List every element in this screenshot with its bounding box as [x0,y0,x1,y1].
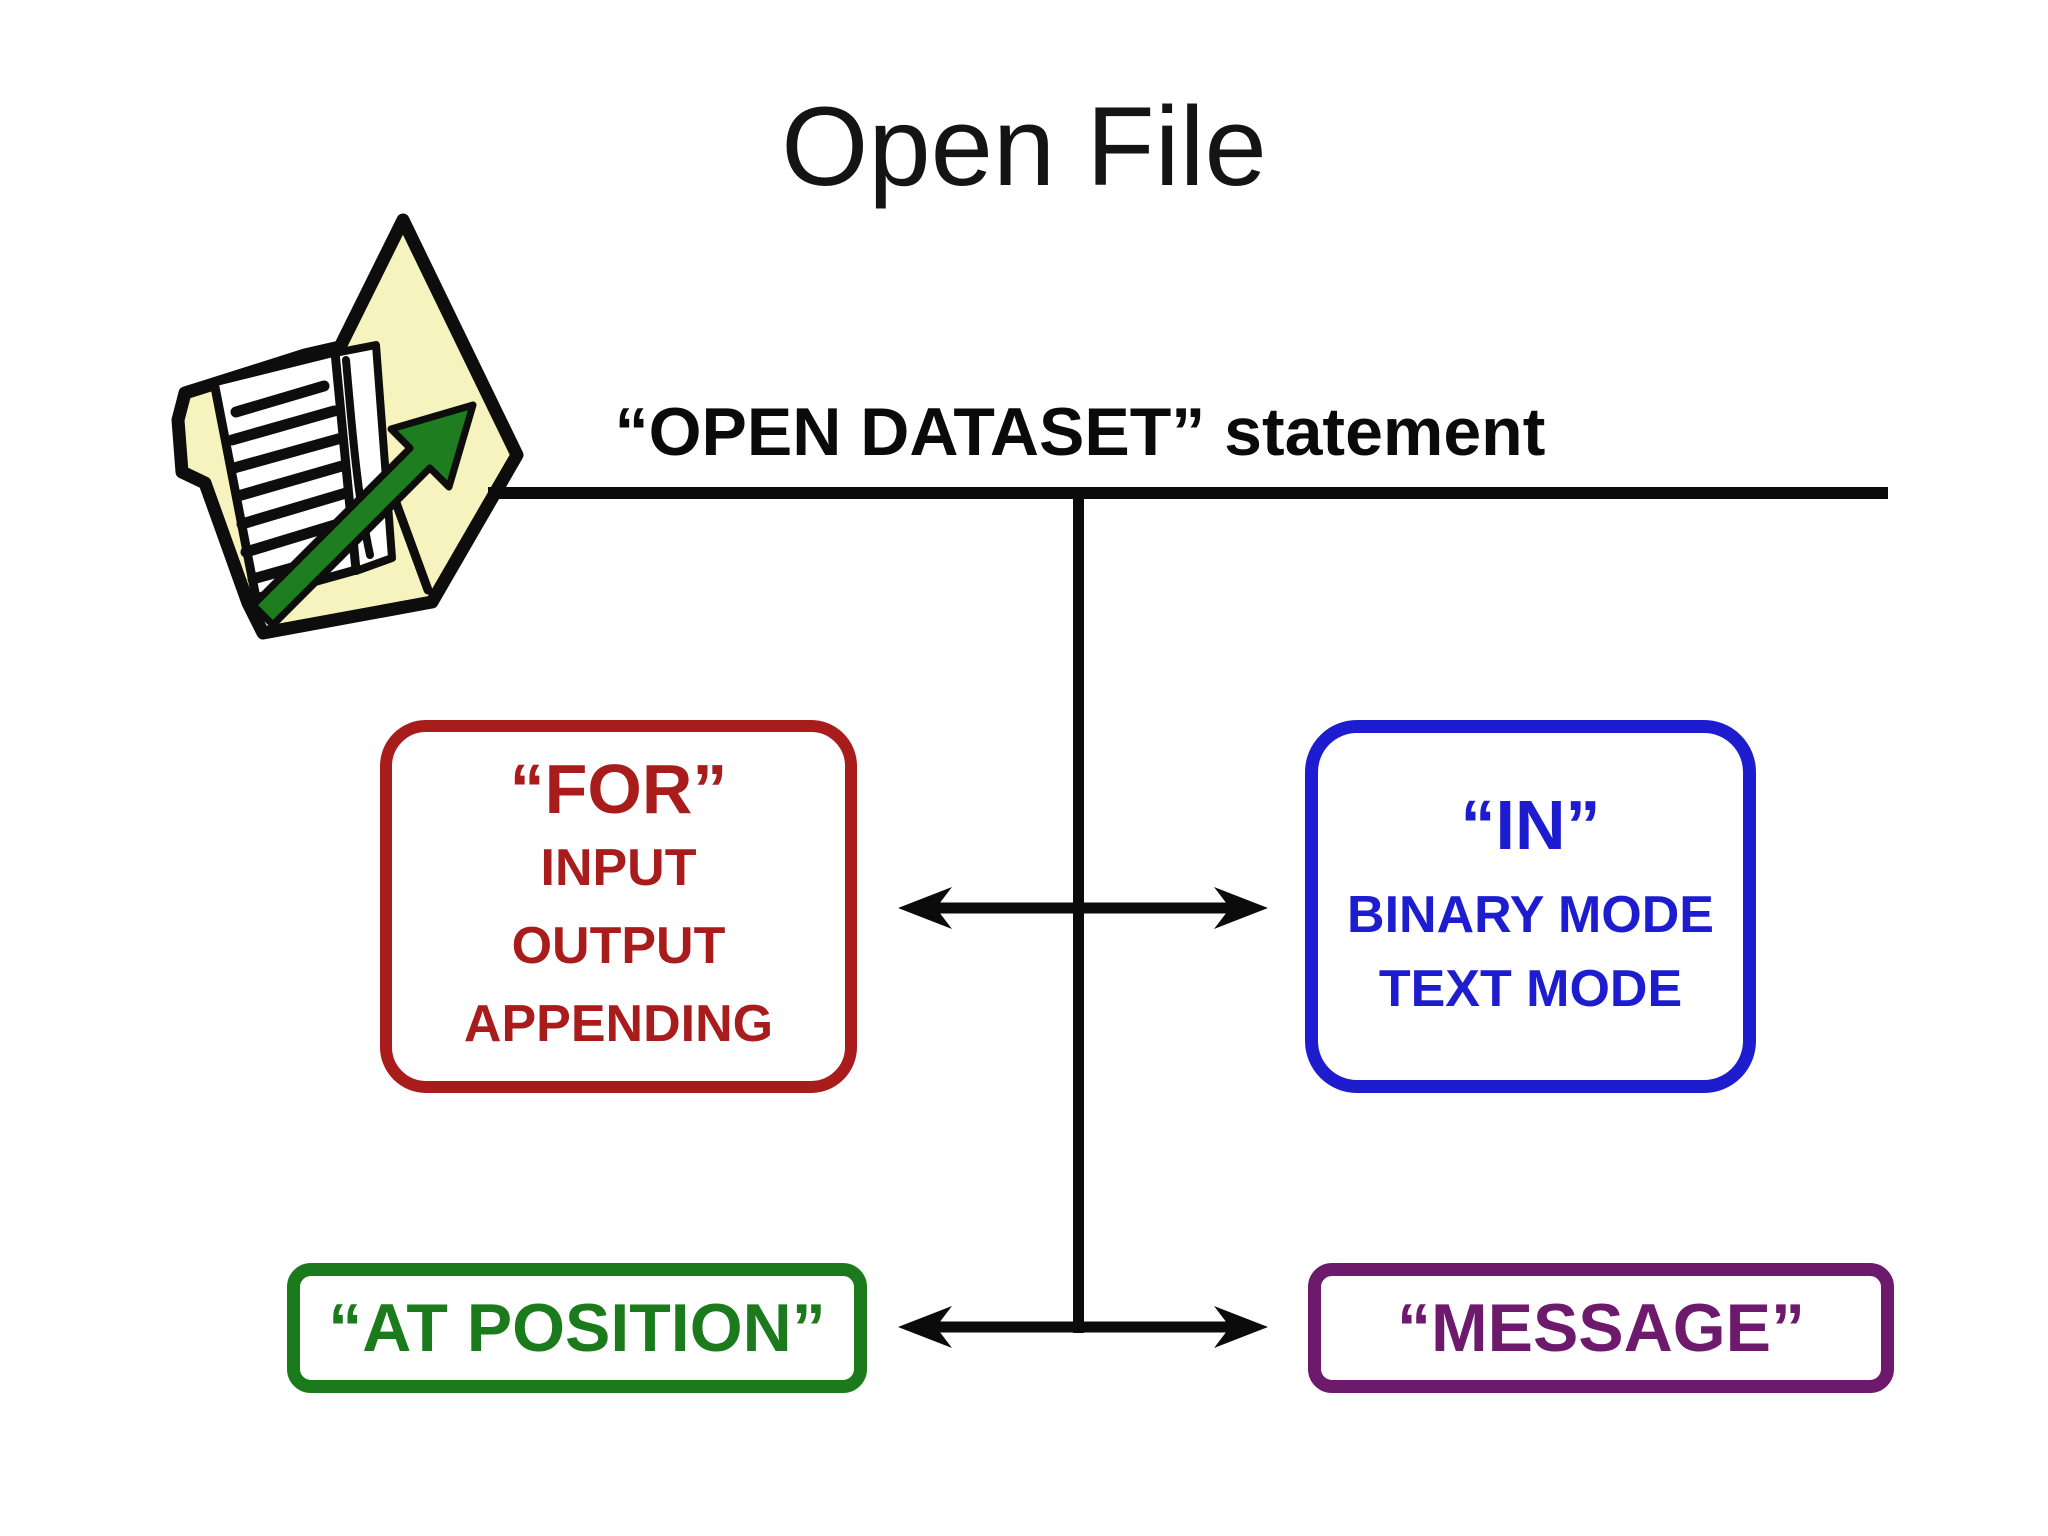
for-option-box: “FOR” INPUT OUTPUT APPENDING [380,720,857,1093]
in-box-title: “IN” [1460,786,1601,865]
in-box-item-binary-mode: BINARY MODE [1347,885,1714,944]
for-box-item-appending: APPENDING [463,994,774,1053]
statement-line-horizontal [488,487,1888,499]
for-box-title: “FOR” [509,750,728,829]
at-position-option-box: “AT POSITION” [287,1263,867,1393]
message-option-box: “MESSAGE” [1308,1263,1894,1393]
in-option-box: “IN” BINARY MODE TEXT MODE [1305,720,1756,1093]
arrowhead-left [898,887,952,929]
statement-label: “OPEN DATASET” statement [614,394,1546,470]
arrow-shaft [934,1321,1232,1333]
page-title: Open File [781,84,1267,209]
in-box-item-text-mode: TEXT MODE [1378,959,1683,1018]
double-arrow-for-in [898,887,1268,929]
arrow-shaft [934,902,1232,914]
green-up-arrow-icon [249,401,477,629]
arrowhead-right [1214,1306,1268,1348]
at-position-box-label: “AT POSITION” [328,1290,826,1366]
double-arrow-atposition-message [898,1306,1268,1348]
document-text-lines [226,380,354,585]
for-box-item-input: INPUT [540,838,697,897]
arrowhead-left [898,1306,952,1348]
open-file-icon [171,213,524,640]
message-box-label: “MESSAGE” [1396,1290,1806,1366]
for-box-item-output: OUTPUT [511,916,726,975]
arrowhead-right [1214,887,1268,929]
